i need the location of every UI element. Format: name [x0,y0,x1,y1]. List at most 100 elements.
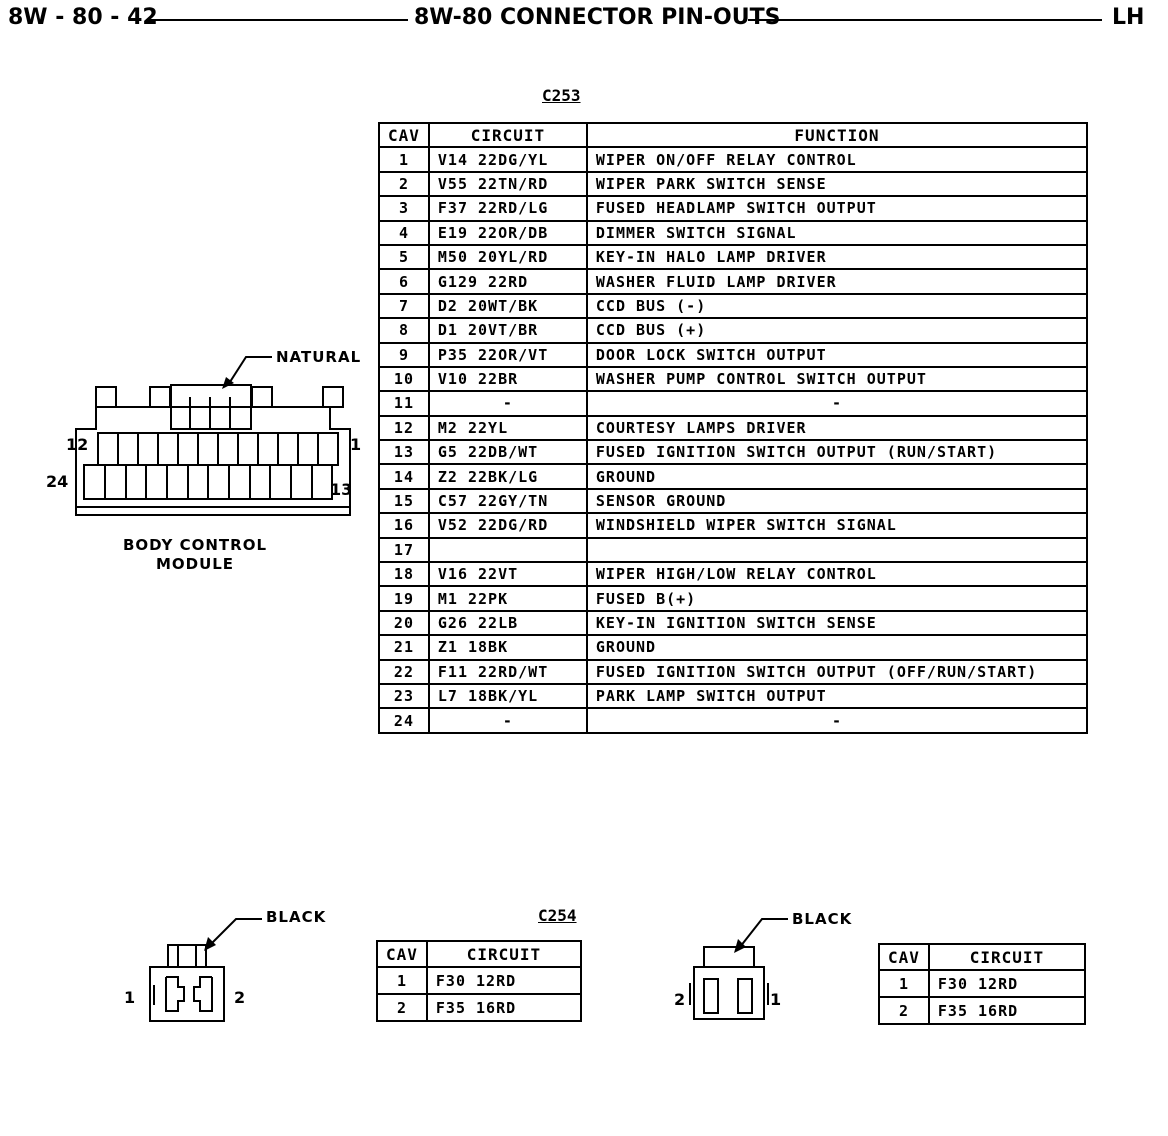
c253-circuit-16: V52 22DG/RD [427,512,588,539]
c253-function-5: KEY-IN HALO LAMP DRIVER [585,243,1089,271]
c253-circuit-4: E19 22OR/DB [427,219,588,246]
c253-circuit-19: M1 22PK [427,585,588,612]
c253-function-19: FUSED B(+) [585,585,1089,612]
c253-circuit-11: - [427,390,588,417]
c253-circuit-3: F37 22RD/LG [427,195,588,222]
bcm-pin-12: 12 [66,435,89,454]
c254-right-header-circuit: CIRCUIT [927,943,1087,971]
c253-header-row: CAV CIRCUIT FUNCTION [378,121,1089,149]
c253-cav-4: 4 [378,219,430,246]
c253-function-4: DIMMER SWITCH SIGNAL [585,219,1089,246]
c253-cav-23: 23 [378,682,430,710]
c253-circuit-23: L7 18BK/YL [427,682,588,710]
c253-cav-14: 14 [378,463,430,490]
table-row: 1 F30 12RD [878,969,1087,998]
c253-cav-1: 1 [378,146,430,173]
c253-cav-3: 3 [378,195,430,222]
table-row: 2 F35 16RD [376,993,583,1022]
c253-function-14: GROUND [585,463,1089,490]
c254-left-pin-2: 2 [234,988,246,1007]
c253-function-2: WIPER PARK SWITCH SENSE [585,170,1089,198]
c254-left-circuit-1: F30 12RD [425,966,583,995]
c254-left-table: CAV CIRCUIT 1 F30 12RD 2 F35 16RD [376,940,583,1022]
c253-circuit-9: P35 22OR/VT [427,341,588,368]
c254-right-header-row: CAV CIRCUIT [878,943,1087,971]
c254-left-header-circuit: CIRCUIT [425,940,583,968]
c253-cav-19: 19 [378,585,430,612]
c253-function-9: DOOR LOCK SWITCH OUTPUT [585,341,1089,368]
c253-header-cav: CAV [378,121,430,149]
c253-circuit-7: D2 20WT/BK [427,292,588,320]
c254-left-connector-drawing [149,918,262,1022]
c253-cav-24: 24 [378,707,430,734]
c253-function-6: WASHER FLUID LAMP DRIVER [585,268,1089,295]
c253-function-18: WIPER HIGH/LOW RELAY CONTROL [585,561,1089,588]
c253-cav-6: 6 [378,268,430,295]
c253-circuit-10: V10 22BR [427,365,588,393]
c253-cav-17: 17 [378,536,430,564]
c253-caption: C253 [542,86,581,105]
c253-circuit-15: C57 22GY/TN [427,487,588,515]
c253-cav-21: 21 [378,634,430,661]
c253-cav-7: 7 [378,292,430,320]
c253-circuit-22: F11 22RD/WT [427,658,588,686]
c253-header-circuit: CIRCUIT [427,121,588,149]
c253-circuit-2: V55 22TN/RD [427,170,588,198]
c253-cav-13: 13 [378,439,430,466]
c254-right-cav-2: 2 [878,996,930,1025]
c254-right-pin-1: 1 [770,990,782,1009]
bcm-pin-24: 24 [46,472,69,491]
c254-right-pin-2: 2 [674,990,686,1009]
c253-circuit-18: V16 22VT [427,561,588,588]
bcm-name-line2: MODULE [155,555,235,573]
c253-cav-20: 20 [378,609,430,637]
header-rule-right [748,19,1102,21]
arrow-icon [734,939,746,953]
c253-circuit-1: V14 22DG/YL [427,146,588,173]
c253-circuit-24: - [427,707,588,734]
c253-cav-9: 9 [378,341,430,368]
side-label: LH [1112,5,1145,30]
arrow-icon [222,377,234,389]
arrow-icon [204,937,216,951]
table-row: 2 F35 16RD [878,996,1087,1025]
table-row: 11-- [378,390,1089,417]
c253-circuit-5: M50 20YL/RD [427,243,588,271]
c253-circuit-21: Z1 18BK [427,634,588,661]
c253-function-13: FUSED IGNITION SWITCH OUTPUT (RUN/START) [585,439,1089,466]
c253-circuit-14: Z2 22BK/LG [427,463,588,490]
c253-function-17 [585,536,1089,564]
c253-function-23: PARK LAMP SWITCH OUTPUT [585,682,1089,710]
c253-cav-5: 5 [378,243,430,271]
c254-left-header-row: CAV CIRCUIT [376,940,583,968]
c253-function-8: CCD BUS (+) [585,317,1089,344]
table-row: 17 [378,536,1089,564]
c253-cav-18: 18 [378,561,430,588]
bcm-color-label: NATURAL [276,348,362,366]
c253-circuit-6: G129 22RD [427,268,588,295]
c254-left-header-cav: CAV [376,940,428,968]
bcm-pin-1: 1 [350,435,362,454]
c253-circuit-8: D1 20VT/BR [427,317,588,344]
page-title: 8W-80 CONNECTOR PIN-OUTS [414,5,781,30]
c253-function-1: WIPER ON/OFF RELAY CONTROL [585,146,1089,173]
bcm-connector-drawing [75,356,351,516]
page-number: 8W - 80 - 42 [8,5,158,30]
c254-caption: C254 [538,906,577,925]
c253-function-24: - [585,707,1089,734]
c253-circuit-13: G5 22DB/WT [427,439,588,466]
c253-function-21: GROUND [585,634,1089,661]
c253-function-20: KEY-IN IGNITION SWITCH SENSE [585,609,1089,637]
c253-cav-12: 12 [378,414,430,442]
